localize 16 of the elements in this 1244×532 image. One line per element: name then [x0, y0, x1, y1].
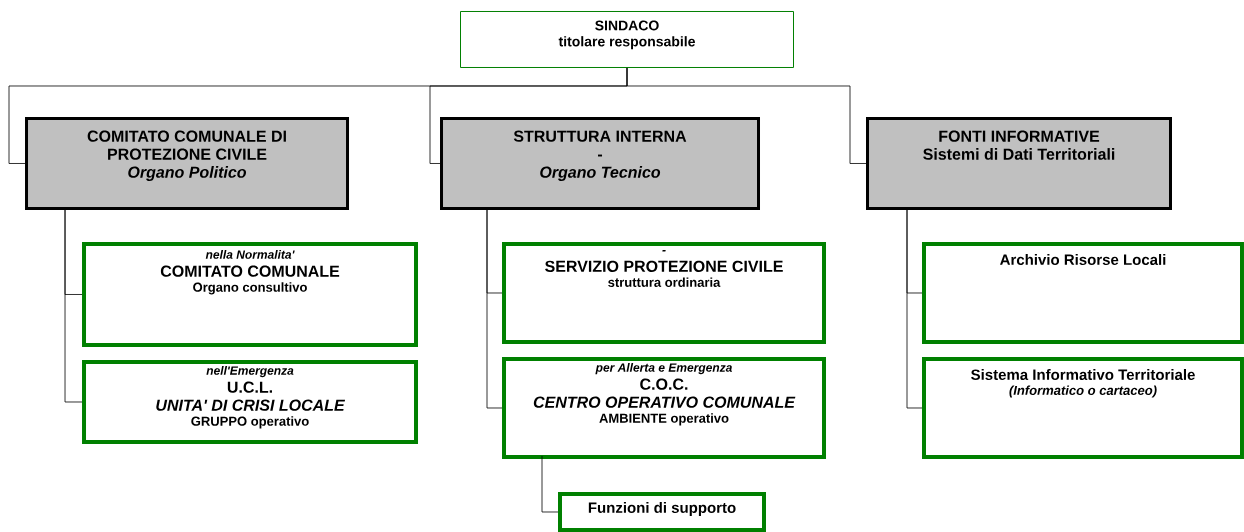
- org-box: per Allerta e Emergenza C.O.C. CENTRO OPERATIVO COMUNALE AMBIENTE operativo: [502, 357, 826, 459]
- connector-line: [64, 207, 83, 403]
- org-box: SINDACO titolare responsabile: [460, 11, 794, 68]
- org-box: COMITATO COMUNALE DI PROTEZIONE CIVILE Organo Politico: [25, 117, 349, 210]
- org-box: STRUTTURA INTERNA - Organo Tecnico: [440, 117, 760, 210]
- connector-line: [626, 67, 867, 164]
- org-box: - SERVIZIO PROTEZIONE CIVILE struttura ordinaria: [502, 242, 826, 344]
- connector-line: [906, 207, 923, 409]
- org-box: Archivio Risorse Locali: [922, 242, 1244, 344]
- org-box: Funzioni di supporto: [558, 492, 766, 532]
- connector-line: [541, 455, 559, 513]
- org-box: Sistema Informativo Territoriale (Informatico o cartaceo): [922, 357, 1244, 459]
- org-box: FONTI INFORMATIVE Sistemi di Dati Territoriali: [866, 117, 1172, 210]
- connector-line: [486, 207, 503, 409]
- org-box: nella Normalita' COMITATO COMUNALE Organo consultivo: [82, 242, 418, 347]
- org-box: nell'Emergenza U.C.L. UNITA' DI CRISI LOCALE GRUPPO operativo: [82, 360, 418, 444]
